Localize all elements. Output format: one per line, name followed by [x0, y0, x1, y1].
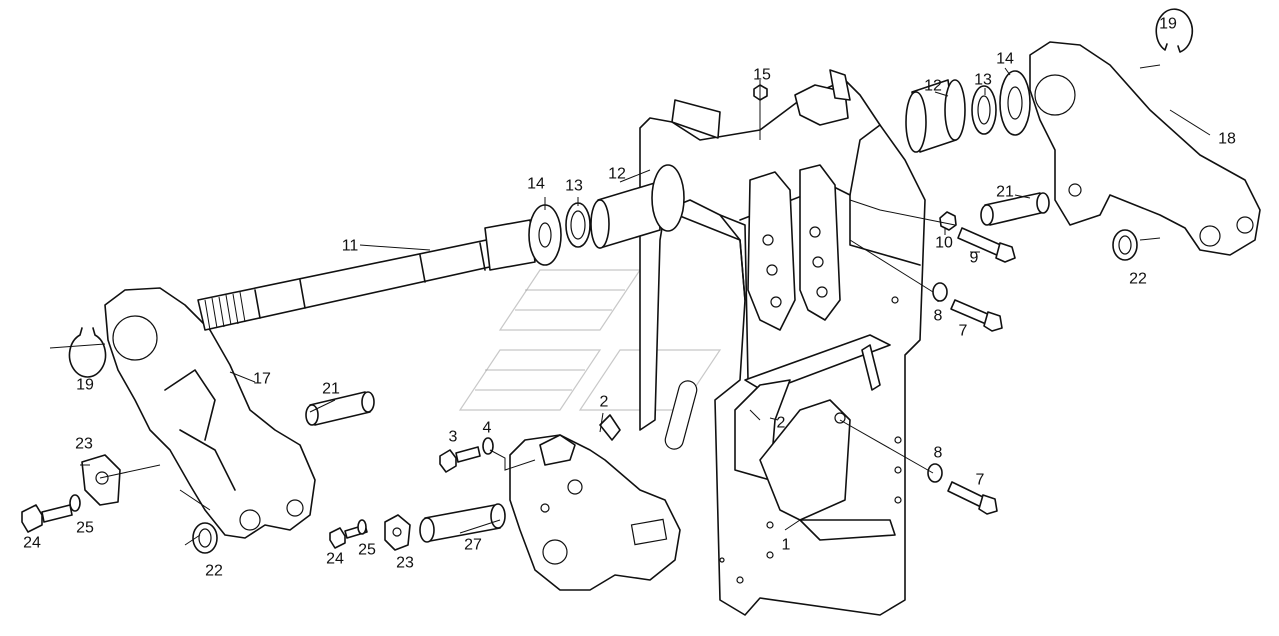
callout-14-right: 14 [996, 51, 1014, 68]
bolt-24-left [21, 504, 73, 533]
bolt-3 [439, 446, 481, 473]
callout-21-left: 21 [322, 381, 340, 398]
callout-8-upper: 8 [934, 308, 943, 325]
callout-24-left: 24 [23, 535, 41, 552]
frame-holes [719, 226, 902, 584]
bolt-9 [957, 227, 1016, 263]
leader-lines [49, 64, 1211, 546]
washer-25-center [357, 519, 367, 535]
callout-18: 18 [1218, 131, 1236, 148]
circlip-19-right [1155, 8, 1194, 53]
callout-24-center: 24 [326, 551, 344, 568]
washer-8-upper [932, 282, 948, 302]
callout-13-left: 13 [565, 178, 583, 195]
callout-19-right: 19 [1159, 16, 1177, 33]
callout-3: 3 [449, 429, 458, 446]
callout-15: 15 [753, 67, 771, 84]
callout-12-left: 12 [608, 166, 626, 183]
callout-9: 9 [970, 250, 979, 267]
washer-4 [482, 437, 494, 455]
washer-22-right [1112, 229, 1138, 261]
callout-2-right: 2 [777, 415, 786, 432]
callout-23-center: 23 [396, 555, 414, 572]
cross-shaft-part-11 [197, 219, 536, 331]
callout-1: 1 [782, 537, 791, 554]
pin-21-right [980, 192, 1050, 226]
callout-labels: 1 2 2 3 4 7 7 8 8 9 10 11 12 12 13 13 14… [23, 16, 1236, 580]
callout-11: 11 [342, 238, 359, 255]
callout-25-center: 25 [358, 542, 376, 559]
right-lift-arm-part-18 [1029, 41, 1261, 256]
bolt-7-upper [950, 299, 1003, 332]
bolt-7-lower [947, 481, 998, 515]
washer-22-left [192, 522, 218, 554]
callout-14-left: 14 [527, 176, 545, 193]
callout-2-center: 2 [600, 394, 609, 411]
main-frame-part-1 [639, 69, 926, 616]
left-bearing-set [528, 164, 685, 266]
washer-25-left [69, 494, 81, 512]
nut-10 [939, 211, 957, 231]
left-lift-arm-part-17 [104, 287, 316, 539]
callout-17: 17 [253, 371, 271, 388]
callout-23-left: 23 [75, 436, 93, 453]
washer-8-lower [927, 463, 943, 483]
callout-7-upper: 7 [959, 323, 968, 340]
shaft-spline-left [204, 291, 246, 331]
callout-21-right: 21 [996, 184, 1014, 201]
callout-4: 4 [483, 420, 492, 437]
locking-plate-23-center [384, 514, 411, 551]
callout-27: 27 [464, 537, 482, 554]
callout-13-right: 13 [974, 72, 992, 89]
right-bearing-set [905, 70, 1031, 153]
callout-7-lower: 7 [976, 472, 985, 489]
locking-plate-23-left [81, 454, 121, 506]
callout-25-left: 25 [76, 520, 94, 537]
callout-22-left: 22 [205, 563, 223, 580]
hook-assembly-part-2 [509, 414, 681, 591]
callout-12-right: 12 [924, 78, 942, 95]
callout-22-right: 22 [1129, 271, 1147, 288]
callout-19-left: 19 [76, 377, 94, 394]
callout-8-lower: 8 [934, 445, 943, 462]
circlip-19-left [68, 327, 107, 378]
callout-10: 10 [935, 235, 953, 252]
pin-27 [419, 503, 506, 543]
